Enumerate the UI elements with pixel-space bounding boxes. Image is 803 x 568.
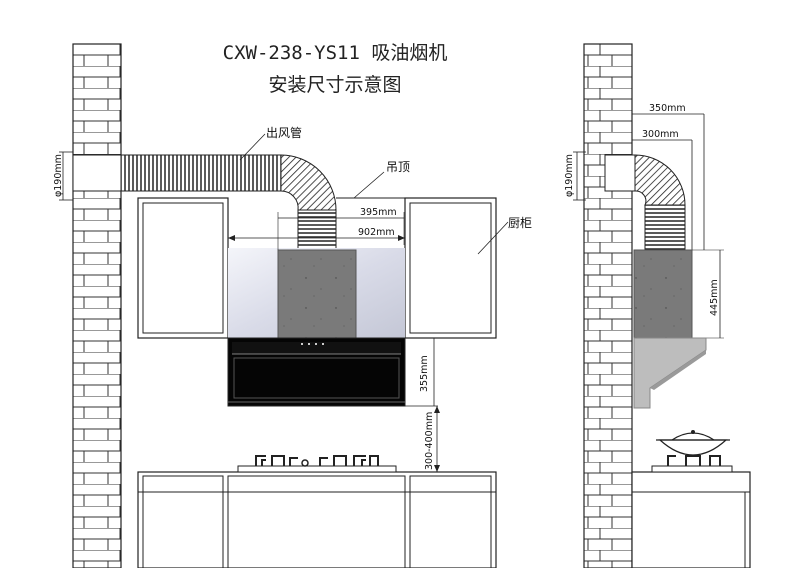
hood-height-dim <box>405 338 438 407</box>
hood-control-dots <box>301 343 331 346</box>
side-hood <box>633 337 707 409</box>
brick-wall-front <box>72 43 122 568</box>
side-duct <box>604 154 686 251</box>
hood-width-text: 902mm <box>358 227 395 238</box>
side-chimney-dim <box>692 249 724 339</box>
mount-height-text: 300-400mm <box>424 411 435 470</box>
gas-stove-front <box>237 455 397 473</box>
page-subtitle: 安装尺寸示意图 <box>268 74 402 96</box>
chimney-width-text: 395mm <box>360 207 397 218</box>
countertop-front <box>137 471 497 568</box>
side-chimney <box>633 249 693 339</box>
ceiling-label: 吊顶 <box>386 160 411 174</box>
side-depth-dims <box>631 100 705 250</box>
duct-diameter-front-text: φ190mm <box>53 154 64 197</box>
exhaust-duct-vertical <box>297 209 337 251</box>
duct-diameter-dim-front <box>59 151 73 201</box>
upper-cabinet-right <box>404 197 509 339</box>
exhaust-pipe-label: 出风管 <box>266 126 303 140</box>
brick-wall-side <box>583 43 633 568</box>
range-hood <box>227 337 406 407</box>
side-chimney-height-text: 445mm <box>709 279 720 316</box>
ceiling-line <box>336 171 496 199</box>
side-depth-inner-text: 300mm <box>642 129 679 140</box>
page-title: CXW-238-YS11 吸油烟机 <box>222 42 448 64</box>
chimney-cover <box>277 249 357 339</box>
mount-height-dim <box>434 406 440 472</box>
upper-cabinet-left <box>137 197 229 339</box>
side-depth-outer-text: 350mm <box>649 103 686 114</box>
hood-height-text: 355mm <box>419 355 430 392</box>
width-dimensions <box>228 212 405 250</box>
duct-diameter-dim-side <box>573 151 586 201</box>
wok-pot <box>656 430 730 466</box>
label-leaders <box>239 133 266 161</box>
duct-diameter-side-text: φ190mm <box>564 154 575 197</box>
cabinet-label: 厨柜 <box>508 216 533 230</box>
duct-elbow <box>280 154 337 211</box>
exhaust-duct-horizontal <box>72 154 282 192</box>
side-countertop <box>631 465 751 568</box>
